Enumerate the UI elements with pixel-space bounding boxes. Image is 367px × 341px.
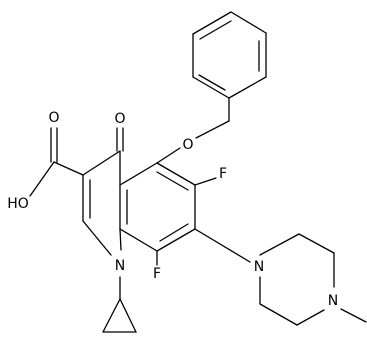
atom-label-layer: O O O HO F F N N N [7, 110, 338, 309]
atom-label-quinolone-nitrogen: N [115, 258, 125, 274]
atom-label-piperazine-nitrogen-1: N [254, 259, 264, 275]
bond-layer [29, 11, 367, 333]
atom-label-ketone-oxygen: O [114, 111, 125, 127]
atom-label-acid-carbonyl-oxygen: O [48, 110, 59, 126]
atom-label-fluorine-c6: F [219, 166, 227, 182]
atom-label-ether-oxygen: O [182, 137, 193, 153]
atom-label-hydroxyl: HO [7, 196, 29, 212]
atom-label-piperazine-nitrogen-4: N [328, 293, 338, 309]
atom-label-fluorine-c8: F [153, 266, 161, 282]
